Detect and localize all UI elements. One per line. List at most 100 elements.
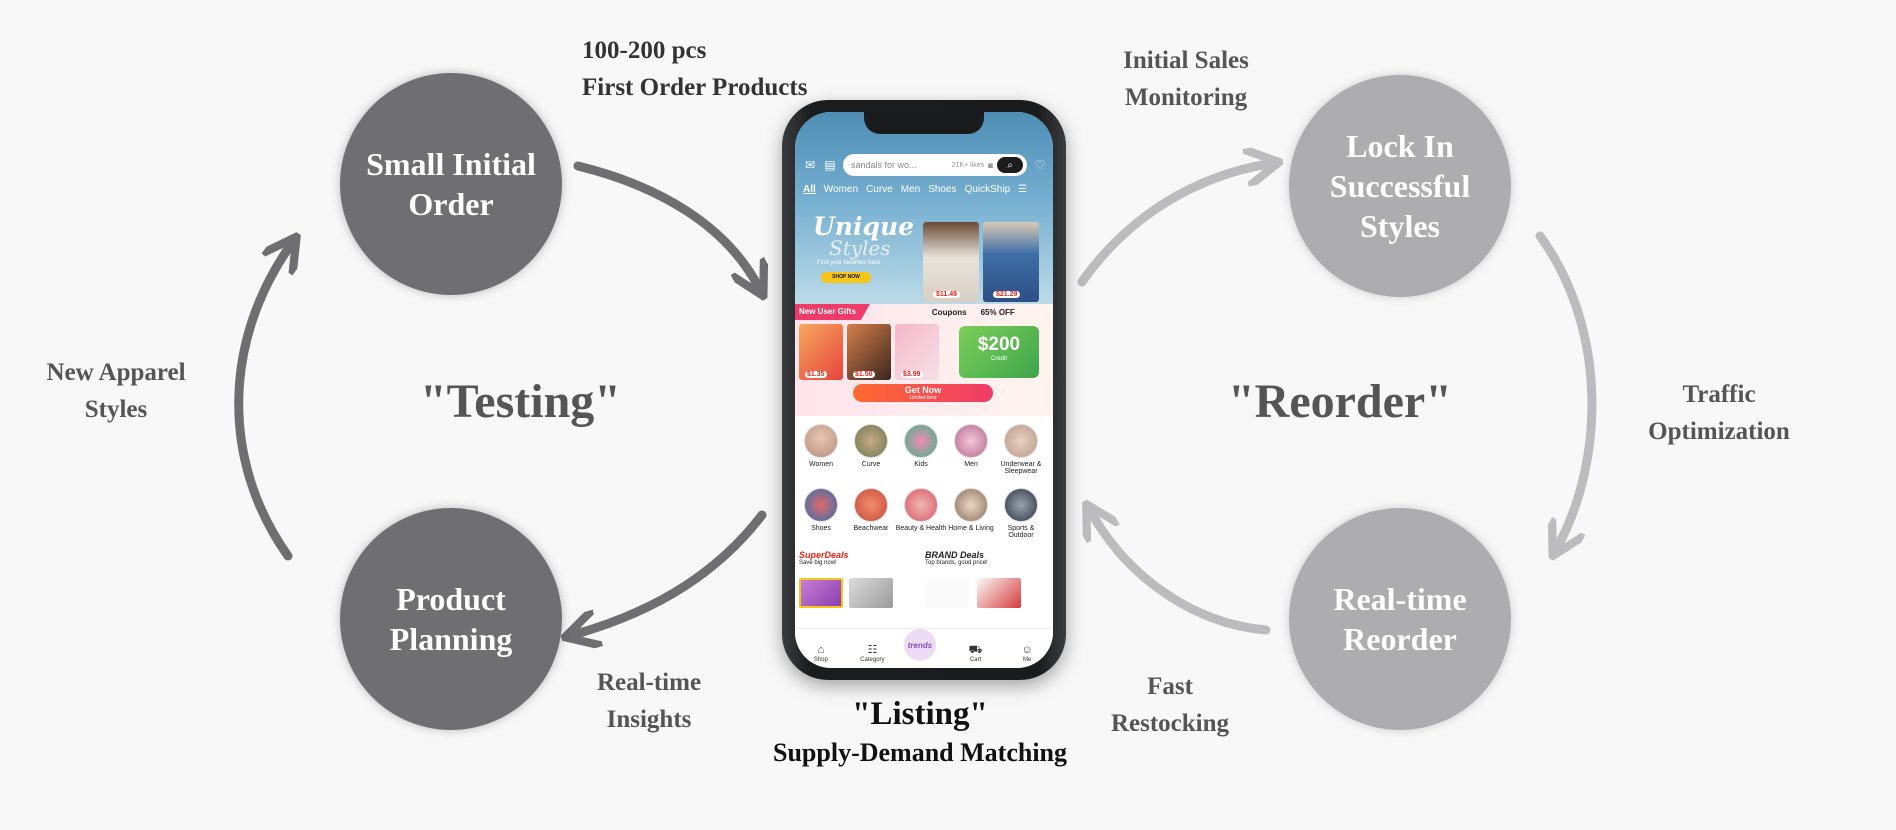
gift-product[interactable]: $1.50 [847,324,891,380]
brand-deals-subtitle: Top brands, good price! [925,560,988,566]
node-label: Real-time Reorder [1333,581,1467,657]
label-line: Monitoring [1124,84,1248,111]
coupons-label: Coupons [931,307,967,317]
initial-sales-label: Initial Sales Monitoring [1106,42,1266,116]
label-line: Real-time [596,669,702,696]
category-item[interactable]: Men [945,424,997,468]
category-item[interactable]: Beauty & Health [895,488,947,532]
trends-badge: trends [903,629,936,661]
category-image [804,424,838,458]
phone-screen: ✉ ▤ sandals for wo... 21K+ likes ◙ ⌕ ♡ A… [795,112,1053,668]
banner-product-image[interactable]: $21.29 [983,222,1039,302]
tab-women[interactable]: Women [823,184,859,195]
node-label: Product Planning [389,581,513,657]
super-deals[interactable]: SuperDeals Save big now! [799,550,919,566]
camera-icon[interactable]: ◙ [988,160,993,170]
gift-product[interactable]: $3.99 [895,324,939,380]
credit-label: Credit [990,356,1007,362]
tab-curve[interactable]: Curve [866,184,893,195]
deal-product-image[interactable] [799,578,843,608]
tab-men[interactable]: Men [900,184,921,195]
gift-price: $3.99 [901,371,923,378]
phase-listing: "Listing" [852,696,988,732]
category-item[interactable]: Underwear & Sleepwear [995,424,1047,475]
tab-cart[interactable]: ⛟Cart [956,643,996,663]
category-item[interactable]: Beachwear [845,488,897,532]
category-label: Sports & Outdoor [1007,525,1035,539]
category-item[interactable]: Women [795,424,847,468]
category-image [1004,424,1038,458]
tab-all[interactable]: All [803,184,816,195]
category-label: Women [809,461,833,468]
deal-product-image[interactable] [977,578,1021,608]
banner-price: $11.49 [933,291,961,298]
mail-icon[interactable]: ✉ [804,158,816,172]
label-line: New Apparel [46,359,186,386]
banner-title: Unique [813,212,915,241]
node-lock-in-styles: Lock In Successful Styles [1289,75,1511,297]
deal-product-image[interactable] [925,578,969,608]
category-image [954,488,988,522]
calendar-icon[interactable]: ▤ [824,158,836,172]
arrow-planning-to-order [234,246,290,561]
arrow-listing-to-lockin [1077,164,1268,287]
category-tabs: All Women Curve Men Shoes QuickShip ☰ [803,184,1047,195]
category-item[interactable]: Shoes [795,488,847,532]
arrow-lockin-to-reorder [1535,231,1597,546]
user-icon: ☺ [1021,644,1033,656]
category-icon: ☷ [867,644,878,656]
super-deals-title: SuperDeals [799,550,849,560]
category-image [904,424,938,458]
tab-label: Cart [969,657,982,663]
gifts-header: New User Gifts Coupons 65% OFF [795,304,1053,320]
arrow-reorder-to-listing [1092,514,1271,635]
off-label: 65% OFF [980,307,1015,317]
cart-icon: ⛟ [968,644,983,656]
tab-shop[interactable]: ⌂Shop [801,643,841,663]
credit-amount: $200 [977,334,1021,355]
get-now-label: Get Now [904,385,942,395]
search-likes: 21K+ likes [951,161,985,169]
new-user-gifts: New User Gifts Coupons 65% OFF $1.35 $1.… [795,304,1053,416]
realtime-insights-label: Real-time Insights [584,664,714,738]
category-item[interactable]: Sports & Outdoor [995,488,1047,539]
category-image [954,424,988,458]
tab-quickship[interactable]: QuickShip [964,184,1011,195]
label-line: Styles [84,396,148,423]
super-deals-subtitle: Save big now! [799,560,837,566]
deals-section: SuperDeals Save big now! BRAND Deals Top… [795,550,1053,620]
search-icon[interactable]: ⌕ [997,157,1023,173]
label-line: Restocking [1110,710,1230,737]
menu-icon[interactable]: ☰ [1018,184,1028,195]
gift-product[interactable]: $1.35 [799,324,843,380]
arrow-order-to-listing [573,161,758,286]
tab-trends[interactable]: trends [903,629,944,663]
category-label: Curve [861,461,881,468]
app-topbar: ✉ ▤ sandals for wo... 21K+ likes ◙ ⌕ ♡ [803,154,1047,176]
category-image [1004,488,1038,522]
label-line: Optimization [1648,418,1790,445]
category-item[interactable]: Kids [895,424,947,468]
shop-now-button[interactable]: SHOP NOW [821,272,871,283]
tab-me[interactable]: ☺Me [1007,643,1047,663]
category-item[interactable]: Curve [845,424,897,468]
tab-shoes[interactable]: Shoes [928,184,957,195]
category-item[interactable]: Home & Living [945,488,997,532]
phase-listing-sub: Supply-Demand Matching [773,738,1067,767]
banner-title-2: Styles [829,236,891,260]
brand-deals[interactable]: BRAND Deals Top brands, good price! [925,550,1045,566]
node-label: Lock In Successful Styles [1329,128,1471,244]
gift-price: $1.50 [853,371,875,378]
banner-product-image[interactable]: $11.49 [923,222,979,302]
search-input[interactable]: sandals for wo... 21K+ likes ◙ ⌕ [843,154,1027,176]
get-now-button[interactable]: Get Now Limited time [853,384,993,402]
heart-icon[interactable]: ♡ [1034,158,1046,172]
tab-category[interactable]: ☷Category [852,643,892,663]
gift-price: $1.35 [805,371,827,378]
label-line: Fast [1147,673,1193,700]
deal-product-image[interactable] [849,578,893,608]
credit-card[interactable]: $200 Credit [959,326,1039,378]
first-order-label: 100-200 pcs First Order Products [582,32,807,106]
